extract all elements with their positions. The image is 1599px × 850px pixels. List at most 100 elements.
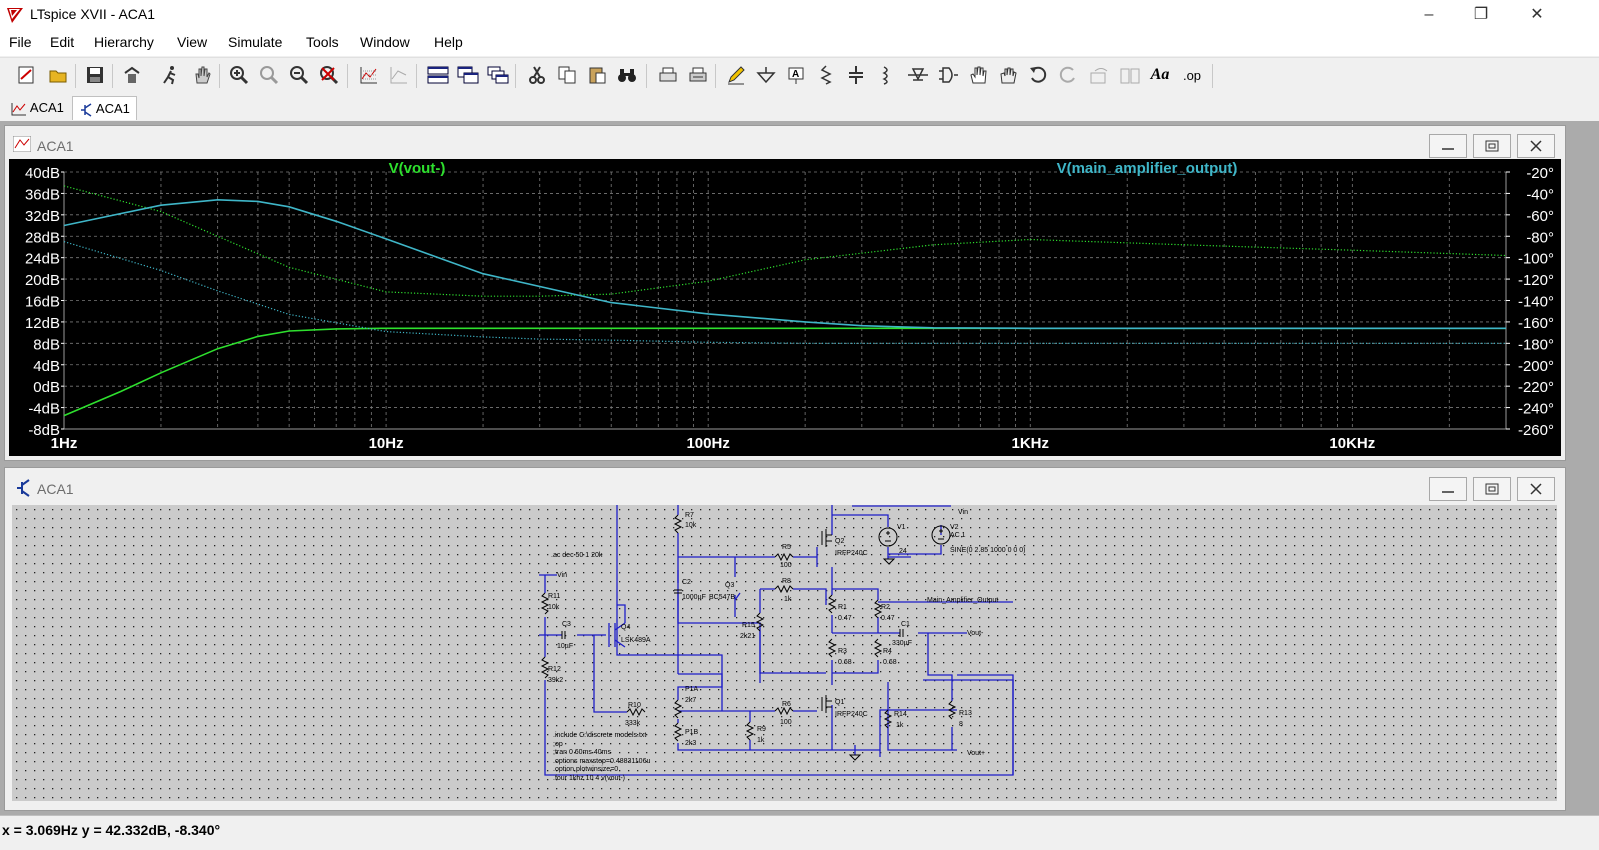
mirror-icon[interactable] <box>1118 63 1142 87</box>
schematic-label-q4v[interactable]: LSK489A <box>621 637 651 644</box>
redo-icon[interactable] <box>1056 63 1080 87</box>
halt-hand-icon[interactable] <box>190 63 214 87</box>
schematic-label-r11v[interactable]: 10k <box>548 604 560 611</box>
menu-help[interactable]: Help <box>434 34 463 50</box>
undo-icon[interactable] <box>1026 63 1050 87</box>
copy-icon[interactable] <box>555 63 579 87</box>
schematic-label-r2[interactable]: R2 <box>881 604 890 611</box>
schematic-label-v2v[interactable]: SINE(0 2.85 1000 0 0 0) <box>950 547 1026 554</box>
op-directive-icon[interactable]: .op <box>1182 67 1202 83</box>
zoom-fit-icon[interactable] <box>257 63 281 87</box>
print-icon[interactable] <box>656 63 680 87</box>
print-setup-icon[interactable] <box>686 63 710 87</box>
schematic-label-r14[interactable]: R14 <box>894 711 907 718</box>
schematic-label-d1[interactable]: .include C:\discrete models.txt <box>553 732 646 739</box>
schematic-label-r13v[interactable]: 8 <box>959 721 963 728</box>
schematic-label-r13[interactable]: R13 <box>959 710 972 717</box>
schematic-label-c2[interactable]: C2 <box>682 579 691 586</box>
schematic-label-q2[interactable]: Q2 <box>835 538 844 545</box>
menu-tools[interactable]: Tools <box>306 34 339 50</box>
schematic-label-d2[interactable]: ;op <box>553 741 563 748</box>
minimize-button[interactable]: – <box>1424 6 1434 23</box>
schematic-label-r15v[interactable]: 2k21 <box>740 633 755 640</box>
component-icon[interactable] <box>936 63 960 87</box>
schematic-label-vin-b[interactable]: Vin <box>958 509 968 516</box>
schematic-label-q1[interactable]: Q1 <box>835 699 844 706</box>
schematic-canvas[interactable]: .ac dec 50 1 20kVinR1110kC310µFR1239k2Q4… <box>12 505 1557 801</box>
schematic-label-r9[interactable]: R9 <box>757 726 766 733</box>
schematic-label-q4[interactable]: Q4 <box>621 624 630 631</box>
inductor-icon[interactable] <box>874 63 898 87</box>
schematic-label-r11[interactable]: R11 <box>548 593 560 600</box>
schematic-label-voutp[interactable]: Vout+ <box>967 750 985 757</box>
menu-view[interactable]: View <box>177 34 208 50</box>
schematic-minimize-button[interactable] <box>1429 477 1467 501</box>
menu-window[interactable]: Window <box>360 34 410 50</box>
autorange-icon[interactable] <box>357 63 381 87</box>
schematic-label-d4[interactable]: .options maxstep=0.48831106u <box>553 758 650 765</box>
schematic-label-p1av[interactable]: 2k7 <box>685 697 696 704</box>
schematic-label-r6[interactable]: R6 <box>782 701 791 708</box>
schematic-label-r5v[interactable]: 100 <box>780 562 792 569</box>
schematic-label-voutm[interactable]: Vout- <box>967 630 984 637</box>
menu-hierarchy[interactable]: Hierarchy <box>94 34 154 50</box>
schematic-label-r15[interactable]: R15 <box>742 622 755 629</box>
schematic-label-r3v[interactable]: 0.68 <box>838 659 852 666</box>
menu-edit[interactable]: Edit <box>50 34 75 50</box>
schematic-label-c1[interactable]: C1 <box>901 621 910 628</box>
restore-button[interactable]: ❐ <box>1473 6 1489 23</box>
move-hand-icon[interactable] <box>966 63 990 87</box>
schematic-label-c2v[interactable]: 1000µF <box>682 594 706 601</box>
open-folder-icon[interactable] <box>46 63 70 87</box>
find-binoculars-icon[interactable] <box>615 63 639 87</box>
schematic-label-mao[interactable]: Main_Amplifier_Output <box>927 597 998 604</box>
tile-horizontal-icon[interactable] <box>426 63 450 87</box>
schematic-label-r5[interactable]: R5 <box>782 544 791 551</box>
schematic-label-r1[interactable]: R1 <box>838 604 847 611</box>
zoom-out-icon[interactable] <box>287 63 311 87</box>
schematic-label-r8v[interactable]: 1k <box>784 596 792 603</box>
schematic-label-q1v[interactable]: IRFP240C <box>835 711 868 718</box>
schematic-label-r2v[interactable]: 0.47 <box>881 615 895 622</box>
schematic-label-r8[interactable]: R8 <box>782 578 791 585</box>
schematic-label-q3[interactable]: Q3 <box>725 582 734 589</box>
plot-minimize-button[interactable] <box>1429 134 1467 158</box>
schematic-label-v1[interactable]: V1 <box>897 524 906 531</box>
waveform-plot[interactable]: 40dB36dB32dB28dB24dB20dB16dB12dB8dB4dB0d… <box>9 159 1561 456</box>
save-icon[interactable] <box>83 63 107 87</box>
schematic-label-vin-a[interactable]: Vin <box>557 572 567 579</box>
menu-simulate[interactable]: Simulate <box>228 34 283 50</box>
draw-wire-pencil-icon[interactable] <box>724 63 748 87</box>
capacitor-icon[interactable] <box>844 63 868 87</box>
paste-icon[interactable] <box>585 63 609 87</box>
schematic-label-r4v[interactable]: 0.68 <box>883 659 897 666</box>
ground-icon[interactable] <box>754 63 778 87</box>
schematic-label-r1v[interactable]: 0.47 <box>838 615 852 622</box>
schematic-label-r4[interactable]: R4 <box>883 648 892 655</box>
tab-schematic[interactable]: ACA1 <box>72 96 137 120</box>
schematic-label-c1v[interactable]: 330µF <box>892 640 912 647</box>
tile-vertical-icon[interactable] <box>456 63 480 87</box>
schematic-label-p1b[interactable]: P1B <box>685 729 699 736</box>
schematic-label-p1bv[interactable]: 2k3 <box>685 740 696 747</box>
resistor-icon[interactable] <box>814 63 838 87</box>
schematic-label-r6v[interactable]: 100 <box>780 719 792 726</box>
schematic-label-c3[interactable]: C3 <box>562 621 571 628</box>
schematic-label-d3[interactable]: ;tran 0 60ms 40ms <box>553 749 611 756</box>
cut-icon[interactable] <box>525 63 549 87</box>
run-icon[interactable] <box>158 63 182 87</box>
schematic-label-d5[interactable]: .option plotwinsize=0 <box>553 766 618 773</box>
schematic-label-c3v[interactable]: 10µF <box>557 643 573 650</box>
schematic-label-v2ac[interactable]: AC 1 <box>950 532 966 539</box>
plot-maximize-button[interactable] <box>1473 134 1511 158</box>
zoom-in-icon[interactable] <box>227 63 251 87</box>
control-panel-icon[interactable] <box>120 63 144 87</box>
drag-hand-icon[interactable] <box>996 63 1020 87</box>
schematic-label-q2v[interactable]: IRFP240C <box>835 550 868 557</box>
text-tool-icon[interactable]: Aa <box>1150 66 1170 83</box>
diode-icon[interactable] <box>906 63 930 87</box>
schematic-maximize-button[interactable] <box>1473 477 1511 501</box>
schematic-label-r12[interactable]: R12 <box>548 666 561 673</box>
pick-traces-icon[interactable] <box>387 63 411 87</box>
schematic-label-r7[interactable]: R7 <box>685 512 694 519</box>
